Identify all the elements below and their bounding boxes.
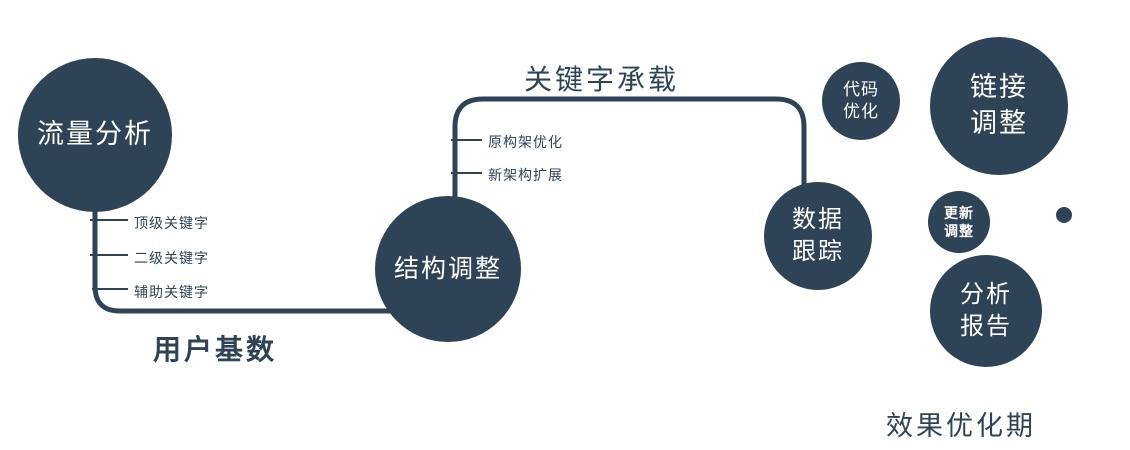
node-data-tracking: 数据 跟踪	[764, 182, 872, 290]
connector-structure-tracking	[452, 96, 807, 198]
node-update-adjustment: 更新 调整	[928, 191, 990, 253]
phase-label: 效果优化期	[886, 411, 1036, 441]
connector-traffic-structure	[92, 200, 392, 314]
tick-label-new-architecture: 新架构扩展	[488, 167, 563, 183]
tick-marks-traffic	[90, 219, 128, 290]
tick-label-auxiliary-keywords: 辅助关键字	[134, 284, 209, 300]
node-code-optimization: 代码 优化	[822, 62, 900, 140]
node-traffic-analysis: 流量分析	[18, 58, 172, 212]
tick-marks-structure	[451, 139, 482, 174]
edge-label-user-base: 用户基数	[153, 334, 278, 365]
node-link-adjustment: 链接 调整	[930, 37, 1068, 175]
node-structure-adjustment: 结构调整	[375, 196, 521, 342]
tick-label-top-keywords: 顶级关键字	[134, 215, 209, 231]
dot-marker	[1056, 207, 1072, 223]
edge-label-keyword-carry: 关键字承载	[524, 64, 680, 95]
tick-label-original-architecture: 原构架优化	[488, 134, 563, 150]
node-analysis-report: 分析 报告	[930, 255, 1042, 367]
tick-label-secondary-keywords: 二级关键字	[134, 250, 209, 266]
